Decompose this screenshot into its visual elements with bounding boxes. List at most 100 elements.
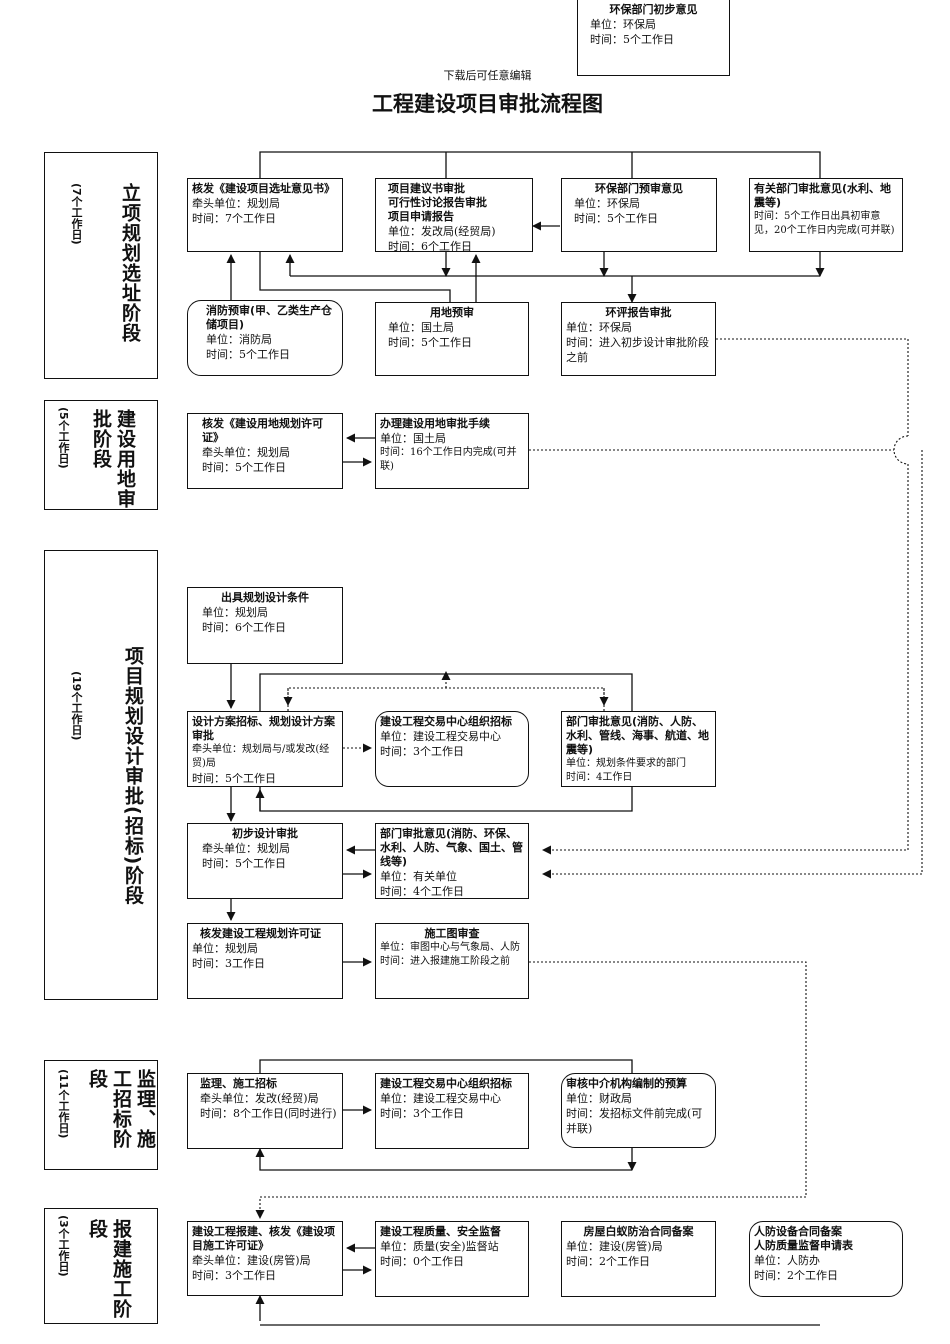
box-title: 环保部门预审意见: [595, 182, 683, 195]
box-title: 部门审批意见(消防、环保、水利、人防、气象、国土、管线等): [380, 827, 523, 868]
stage-days: (5个工作日): [57, 407, 70, 469]
box-time: 时间：7个工作日: [192, 212, 276, 225]
box-time: 时间：5个工作日: [206, 348, 290, 361]
box-unit: 单位：财政局: [566, 1092, 632, 1105]
box-unit: 单位：国土局: [388, 321, 454, 334]
box-time: 时间：5个工作日: [590, 33, 674, 46]
box-time: 时间：进入报建施工阶段之前: [380, 956, 510, 967]
box-title: 初步设计审批: [232, 827, 298, 840]
box-time: 时间：8个工作日(同时进行): [200, 1107, 337, 1120]
site-selection-box: 核发《建设项目选址意见书》 牵头单位：规划局 时间：7个工作日: [187, 178, 343, 252]
box-time: 时间：0个工作日: [380, 1255, 464, 1268]
tender-center-box-2: 建设工程交易中心组织招标 单位：建设工程交易中心 时间：3个工作日: [375, 1073, 529, 1149]
box-time: 时间：2个工作日: [754, 1269, 838, 1282]
box-unit: 单位：环保局: [574, 197, 640, 210]
land-planning-permit-box: 核发《建设用地规划许可证》 牵头单位：规划局 时间：5个工作日: [187, 413, 343, 489]
box-title: 核发《建设用地规划许可证》: [202, 417, 323, 444]
box-time: 时间：4个工作日: [380, 885, 464, 898]
stage-3-label: 项目规划设计审批(招标)阶段 (19个工作日): [44, 550, 158, 1000]
box-title: 有关部门审批意见(水利、地震等): [754, 182, 892, 209]
box-time: 时间：3工作日: [192, 957, 265, 970]
box-title: 环保部门初步意见: [609, 3, 698, 16]
box-unit: 牵头单位：规划局与/或发改(经贸)局: [192, 744, 330, 769]
box-title: 监理、施工招标: [200, 1077, 277, 1090]
box-unit: 牵头单位：规划局: [202, 446, 290, 459]
box-unit: 牵头单位：发改(经贸)局: [200, 1092, 319, 1105]
stage-1-label: 立项规划选址阶段 (7个工作日): [44, 152, 158, 379]
box-time: 时间：4工作日: [566, 772, 633, 783]
termite-contract-box: 房屋白蚁防治合同备案 单位：建设(房管)局 时间：2个工作日: [561, 1221, 716, 1297]
box-unit: 单位：人防办: [754, 1254, 820, 1267]
box-title: 项目建议书审批 可行性讨论报告审批 项目申请报告: [388, 182, 487, 223]
box-title: 环评报告审批: [605, 306, 672, 319]
box-unit: 单位：规划局: [202, 606, 268, 619]
stage-2-label: 建设用地审批阶段 (5个工作日): [44, 400, 158, 510]
design-conditions-box: 出具规划设计条件 单位：规划局 时间：6个工作日: [187, 587, 343, 664]
planning-permit-box: 核发建设工程规划许可证 单位：规划局 时间：3工作日: [187, 923, 343, 999]
stage-days: (11个工作日): [57, 1069, 70, 1139]
box-title: 核发《建设项目选址意见书》: [192, 182, 335, 195]
box-unit: 单位：消防局: [206, 333, 272, 346]
box-title: 办理建设用地审批手续: [380, 417, 490, 430]
quality-supervision-box: 建设工程质量、安全监督 单位：质量(安全)监督站 时间：0个工作日: [375, 1221, 529, 1297]
box-title: 核发建设工程规划许可证: [200, 927, 321, 940]
box-unit: 单位：建设工程交易中心: [380, 730, 501, 743]
stage-title: 建设用地审批阶段: [90, 409, 136, 509]
box-title: 出具规划设计条件: [221, 591, 309, 604]
box-unit: 牵头单位：规划局: [202, 842, 290, 855]
box-unit: 单位：国土局: [380, 432, 446, 445]
box-title: 部门审批意见(消防、人防、水利、管线、海事、航道、地震等): [566, 715, 709, 756]
eia-approval-box: 环评报告审批 单位：环保局 时间：进入初步设计审批阶段之前: [561, 302, 716, 376]
env-pre-review-box: 环保部门预审意见 单位：环保局 时间：5个工作日: [561, 178, 717, 252]
box-unit: 单位：规划局: [192, 942, 258, 955]
env-initial-opinion-box: 环保部门初步意见 单位：环保局 时间：5个工作日: [577, 0, 730, 76]
box-time: 时间：6个工作日: [388, 240, 472, 252]
box-unit: 单位：环保局: [566, 321, 632, 334]
box-title: 建设工程报建、核发《建设项目施工许可证》: [192, 1225, 335, 1252]
construction-permit-box: 建设工程报建、核发《建设项目施工许可证》 牵头单位：建设(房管)局 时间：3个工…: [187, 1221, 343, 1296]
edit-note: 下载后可任意编辑: [443, 69, 532, 82]
land-pre-review-box: 用地预审 单位：国土局 时间：5个工作日: [375, 302, 529, 376]
box-title: 审核中介机构编制的预算: [566, 1077, 687, 1090]
civil-defense-box: 人防设备合同备案 人防质量监督申请表 单位：人防办 时间：2个工作日: [749, 1221, 903, 1297]
project-approval-box: 项目建议书审批 可行性讨论报告审批 项目申请报告 单位：发改局(经贸局) 时间：…: [375, 178, 533, 252]
stage-4-label: 监理、施工招标阶段 (11个工作日): [44, 1060, 158, 1170]
stage-days: (19个工作日): [70, 671, 83, 741]
dept-opinion-box-2: 部门审批意见(消防、环保、水利、人防、气象、国土、管线等) 单位：有关单位 时间…: [375, 823, 529, 899]
stage-title: 报建施工阶段: [86, 1219, 132, 1319]
land-approval-box: 办理建设用地审批手续 单位：国土局 时间：16个工作日内完成(可并联): [375, 413, 529, 489]
stage-title: 立项规划选址阶段: [119, 183, 141, 343]
box-title: 消防预审(甲、乙类生产仓储项目): [206, 304, 333, 331]
box-unit: 牵头单位：规划局: [192, 197, 280, 210]
box-time: 时间：6个工作日: [202, 621, 286, 634]
box-time: 时间：3个工作日: [192, 1269, 276, 1282]
box-time: 时间：5个工作日出具初审意见，20个工作日内完成(可并联): [754, 211, 895, 236]
dept-opinion-box: 部门审批意见(消防、人防、水利、管线、海事、航道、地震等) 单位：规划条件要求的…: [561, 711, 716, 787]
box-title: 建设工程质量、安全监督: [380, 1225, 501, 1238]
box-time: 时间：16个工作日内完成(可并联): [380, 447, 517, 472]
box-time: 时间：2个工作日: [566, 1255, 650, 1268]
budget-review-box: 审核中介机构编制的预算 单位：财政局 时间：发招标文件前完成(可并联): [561, 1073, 716, 1148]
box-time: 时间：5个工作日: [202, 461, 286, 474]
box-unit: 单位：发改局(经贸局): [388, 225, 496, 238]
box-unit: 单位：建设工程交易中心: [380, 1092, 501, 1105]
design-scheme-box: 设计方案招标、规划设计方案审批 牵头单位：规划局与/或发改(经贸)局 时间：5个…: [187, 711, 343, 787]
box-unit: 单位：环保局: [590, 18, 656, 31]
box-time: 时间：5个工作日: [574, 212, 658, 225]
fire-pre-review-box: 消防预审(甲、乙类生产仓储项目) 单位：消防局 时间：5个工作日: [187, 300, 343, 376]
box-time: 时间：发招标文件前完成(可并联): [566, 1107, 703, 1135]
box-unit: 单位：规划条件要求的部门: [566, 758, 686, 769]
box-time: 时间：5个工作日: [202, 857, 286, 870]
box-time: 时间：5个工作日: [192, 772, 276, 785]
box-unit: 单位：质量(安全)监督站: [380, 1240, 499, 1253]
box-title: 建设工程交易中心组织招标: [380, 1077, 512, 1090]
box-title: 建设工程交易中心组织招标: [380, 715, 512, 728]
box-title: 用地预审: [430, 306, 474, 319]
box-title: 设计方案招标、规划设计方案审批: [192, 715, 335, 742]
box-title: 人防设备合同备案 人防质量监督申请表: [754, 1225, 853, 1252]
box-unit: 单位：有关单位: [380, 870, 457, 883]
page-title: 工程建设项目审批流程图: [372, 92, 603, 116]
stage-5-label: 报建施工阶段 (3个工作日): [44, 1208, 158, 1324]
stage-title: 项目规划设计审批(招标)阶段: [122, 646, 144, 906]
